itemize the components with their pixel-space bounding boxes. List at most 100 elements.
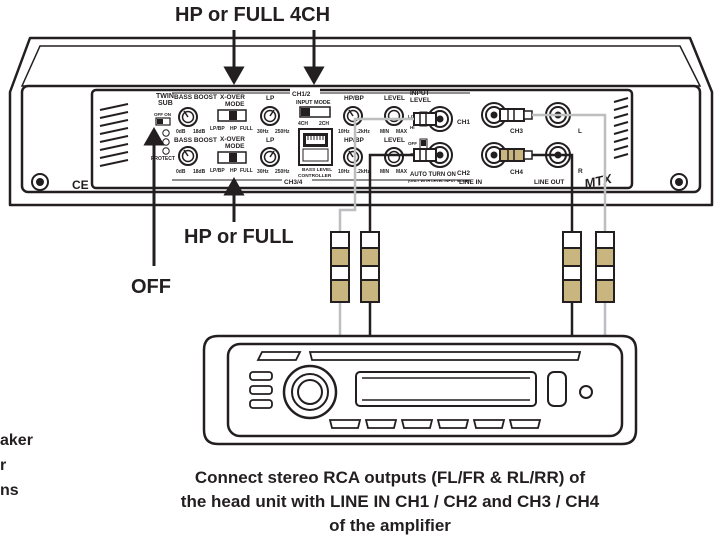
auto-turn-on-off: OFF — [408, 141, 417, 146]
bass-boost-min-2: 0dB — [176, 169, 186, 175]
protect-led-1-icon — [162, 129, 170, 137]
cable-ch4 — [532, 153, 574, 232]
rca-plug-ch3-plugged — [499, 108, 533, 122]
bass-boost-max-1: 18dB — [193, 129, 206, 135]
line-in-label: LINE IN — [459, 179, 482, 186]
vent-left-icon — [99, 103, 129, 167]
lp-min-2: 30Hz — [257, 169, 269, 175]
xover-opt-full-2: FULL — [240, 168, 253, 174]
callout-4ch: 4CH — [290, 4, 331, 26]
side-note-clipped: aker r ns — [0, 428, 33, 503]
lp-max-1: 250Hz — [275, 129, 290, 135]
eject-button-icon[interactable] — [579, 385, 593, 399]
auto-turn-on-switch-knob — [421, 140, 426, 146]
side-note-line-1: aker — [0, 432, 33, 449]
xover-opt-lpbp-1: LP/BP — [210, 126, 225, 132]
input-level-label-2: LEVEL — [410, 97, 431, 104]
line-out-r-label: R — [578, 168, 583, 175]
bass-boost-label-1: BASS BOOST — [174, 94, 217, 101]
head-unit — [202, 334, 638, 446]
input-level-hi: HI — [410, 125, 415, 130]
line-in-ch1-label: CH1 — [457, 119, 470, 126]
bass-level-controller-label-2: CONTROLLER — [298, 173, 332, 179]
level-min-2: MIN — [380, 169, 390, 175]
twin-sub-label: TWIN — [156, 93, 174, 100]
rca-plug-ch2-plugged — [413, 148, 437, 162]
callout-arrows — [143, 30, 325, 266]
ch34-label-bg — [282, 176, 312, 185]
twin-sub-off-on: OFF ON — [154, 112, 171, 117]
xover-opt-full-1: FULL — [240, 126, 253, 132]
xover-opt-hp-1: HP — [230, 126, 238, 132]
caption-line-2: the head unit with LINE IN CH1 / CH2 and… — [180, 492, 600, 511]
bass-boost-max-2: 18dB — [193, 169, 206, 175]
cable-ch1 — [338, 117, 414, 232]
twin-sub-label-2: SUB — [158, 100, 173, 107]
callout-hp-or-full-top: HP or FULL — [175, 4, 285, 26]
input-mode-switch[interactable] — [299, 106, 331, 118]
xover-opt-hp-2: HP — [230, 168, 238, 174]
xover-mode-label-2b: MODE — [225, 143, 245, 150]
rca-plug-pair-right — [562, 231, 615, 303]
level-knob-1[interactable] — [384, 106, 404, 126]
mount-screw-right-icon — [670, 173, 688, 191]
cable-ch2 — [368, 153, 414, 232]
auto-turn-on-sublabel: (ONLY WITH LEVEL INPUT MODE) — [408, 179, 470, 183]
input-mode-4ch: 4CH — [298, 121, 308, 127]
protect-led-3-icon — [162, 147, 170, 155]
rca-plug-ch4-plugged — [499, 148, 533, 162]
caption-line-1: Connect stereo RCA outputs (FL/FR & RL/R… — [194, 468, 586, 487]
cable-ch3 — [532, 113, 607, 232]
amp-top-edge — [20, 45, 702, 87]
rca-plug-ch1-plugged — [413, 112, 437, 126]
twin-sub-switch-knob — [157, 119, 163, 124]
bass-boost-knob-1[interactable] — [178, 107, 198, 127]
bass-level-controller-port[interactable] — [298, 128, 333, 166]
line-out-l-label: L — [578, 128, 582, 135]
instruction-caption: Connect stereo RCA outputs (FL/FR & RL/R… — [110, 466, 670, 538]
lp-label-2: LP — [266, 137, 275, 144]
ch12-label: CH1/2 — [292, 91, 311, 98]
auto-turn-on-label: AUTO TURN ON — [410, 172, 456, 178]
head-unit-display — [355, 371, 537, 407]
input-mode-2ch: 2CH — [319, 121, 329, 127]
hpbp-knob-2[interactable] — [343, 147, 363, 167]
callout-hp-or-full-middle: HP or FULL — [184, 226, 294, 248]
input-mode-label: INPUT MODE — [296, 100, 331, 106]
level-label-1: LEVEL — [384, 95, 405, 102]
level-label-2: LEVEL — [384, 137, 405, 144]
hp-max-2: 1.2kHz — [354, 169, 370, 175]
lp-label-1: LP — [266, 95, 275, 102]
level-knob-2[interactable] — [384, 147, 404, 167]
line-in-ch3-label: CH3 — [510, 128, 523, 135]
xover-opt-lpbp-2: LP/BP — [210, 168, 225, 174]
brand-logo: MTX — [583, 171, 614, 192]
xover-switch-1-knob — [229, 111, 237, 120]
hpbp-knob-1[interactable] — [343, 106, 363, 126]
line-in-ch4-label: CH4 — [510, 169, 523, 176]
ch34-label: CH3/4 — [284, 179, 303, 186]
bass-boost-knob-2[interactable] — [178, 146, 198, 166]
callout-off: OFF — [131, 276, 171, 298]
lp-knob-1[interactable] — [260, 106, 280, 126]
hp-max-1: 1.2kHz — [354, 129, 370, 135]
protect-led-2-icon — [162, 138, 170, 146]
ch12-label-bg — [290, 88, 320, 97]
lp-min-1: 30Hz — [257, 129, 269, 135]
hp-min-1: 10Hz — [338, 129, 350, 135]
xover-mode-label-1b: MODE — [225, 101, 245, 108]
xover-mode-label-2: X-OVER — [220, 136, 245, 143]
lp-knob-2[interactable] — [260, 147, 280, 167]
volume-knob-icon[interactable] — [282, 364, 338, 420]
lp-max-2: 250Hz — [275, 169, 290, 175]
input-level-label: INPUT — [410, 90, 430, 97]
rca-plug-pair-left — [330, 231, 380, 303]
amplifier: CE TWIN SUB OFF ON PROTECT BASS BOOST 0d… — [8, 36, 714, 207]
side-note-line-3: ns — [0, 482, 19, 499]
input-mode-switch-knob — [301, 108, 310, 116]
mount-screw-left-icon — [31, 173, 49, 191]
line-in-ch2-label: CH2 — [457, 170, 470, 177]
protect-label: PROTECT — [151, 156, 175, 162]
bass-boost-min-1: 0dB — [176, 129, 186, 135]
